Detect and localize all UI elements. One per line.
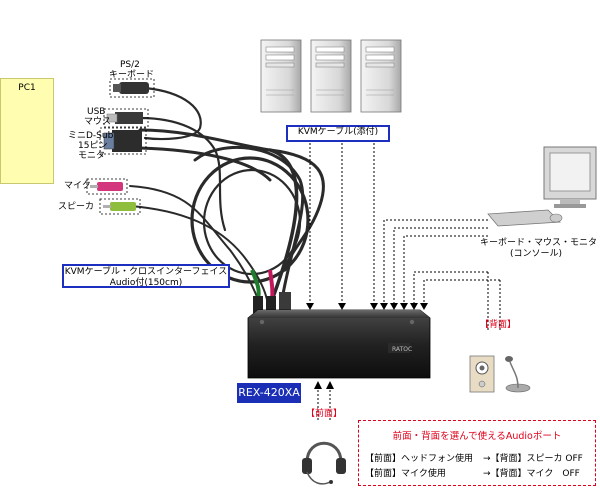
note-title: 前面・背面を選んで使えるAudioポート xyxy=(392,431,562,442)
console-mouse-icon xyxy=(549,213,563,223)
rear-tag: 【背面】 xyxy=(480,320,517,330)
front-audio-arrows xyxy=(317,386,331,420)
model-label: REX-420XA xyxy=(237,383,301,403)
rear-speaker-icon xyxy=(469,355,495,393)
note-line1-left: 【前面】ヘッドフォン使用 xyxy=(365,454,474,464)
rear-audio-arrowheads xyxy=(410,303,428,310)
pc4-tower-icon xyxy=(360,39,402,113)
pc-arrows xyxy=(309,135,375,305)
pc1-label: PC1 xyxy=(18,83,36,93)
ps2-sublabel: キーボード xyxy=(109,70,155,80)
speaker-connector-icon xyxy=(103,202,136,211)
rear-microphone-icon xyxy=(505,356,531,393)
console-arrowheads xyxy=(380,303,408,310)
note-line2-left: 【前面】マイク使用 xyxy=(365,469,446,479)
pc-arrowheads xyxy=(306,303,378,310)
note-line2-right: →【背面】マイク OFF xyxy=(483,469,580,479)
kvm-cable-box: KVMケーブル(添付) xyxy=(286,125,390,142)
console-arrows xyxy=(383,219,488,305)
rear-audio-arrows xyxy=(413,271,501,330)
pc3-tower-icon xyxy=(310,39,352,113)
kvm-cross-line2: Audio付(150cm) xyxy=(109,278,183,288)
svg-text:RATOC: RATOC xyxy=(392,346,412,353)
console-keyboard-icon xyxy=(487,209,561,227)
console-label-line1: キーボード・マウス・モニタ xyxy=(480,238,598,248)
connector-highlight-boxes xyxy=(86,78,155,215)
dsub-connector-icon xyxy=(103,130,142,152)
kvm-cables xyxy=(129,86,325,306)
console-label-line2: (コンソール) xyxy=(509,249,563,259)
speaker-label: スピーカ xyxy=(58,202,95,212)
kvm-switch-device: RATOC xyxy=(247,309,431,379)
dsub-label: ミニD-Sub xyxy=(68,131,114,141)
pc2-tower-icon xyxy=(260,39,302,113)
ps2-connector-icon xyxy=(113,82,149,94)
pc1-box: PC1 xyxy=(0,78,54,184)
kvm-cable-label: KVMケーブル(添付) xyxy=(297,127,379,137)
note-line1-right: →【背面】スピーカ OFF xyxy=(483,454,583,464)
switch-connector-plugs xyxy=(250,269,291,314)
audio-port-note: 前面・背面を選んで使えるAudioポート 【前面】ヘッドフォン使用 →【背面】ス… xyxy=(358,420,596,486)
dsub-sublabel-monitor: モニタ xyxy=(78,151,106,161)
ps2-label: PS/2 xyxy=(120,60,140,70)
usb-sublabel: マウス xyxy=(84,117,112,127)
front-tag: 【前面】 xyxy=(306,409,343,419)
console-monitor-icon xyxy=(543,146,597,208)
front-audio-arrowheads xyxy=(314,381,334,389)
usb-label: USB xyxy=(87,107,106,117)
kvm-cross-line1: KVMケーブル・クロスインターフェイス xyxy=(64,267,228,277)
usb-connector-icon xyxy=(106,112,143,124)
mic-connector-icon xyxy=(90,182,123,191)
headset-icon xyxy=(302,441,346,485)
mic-label: マイク xyxy=(64,181,91,191)
dsub-sublabel-pins: 15ピン xyxy=(78,141,108,151)
kvm-cross-box: KVMケーブル・クロスインターフェイス Audio付(150cm) xyxy=(62,264,230,288)
